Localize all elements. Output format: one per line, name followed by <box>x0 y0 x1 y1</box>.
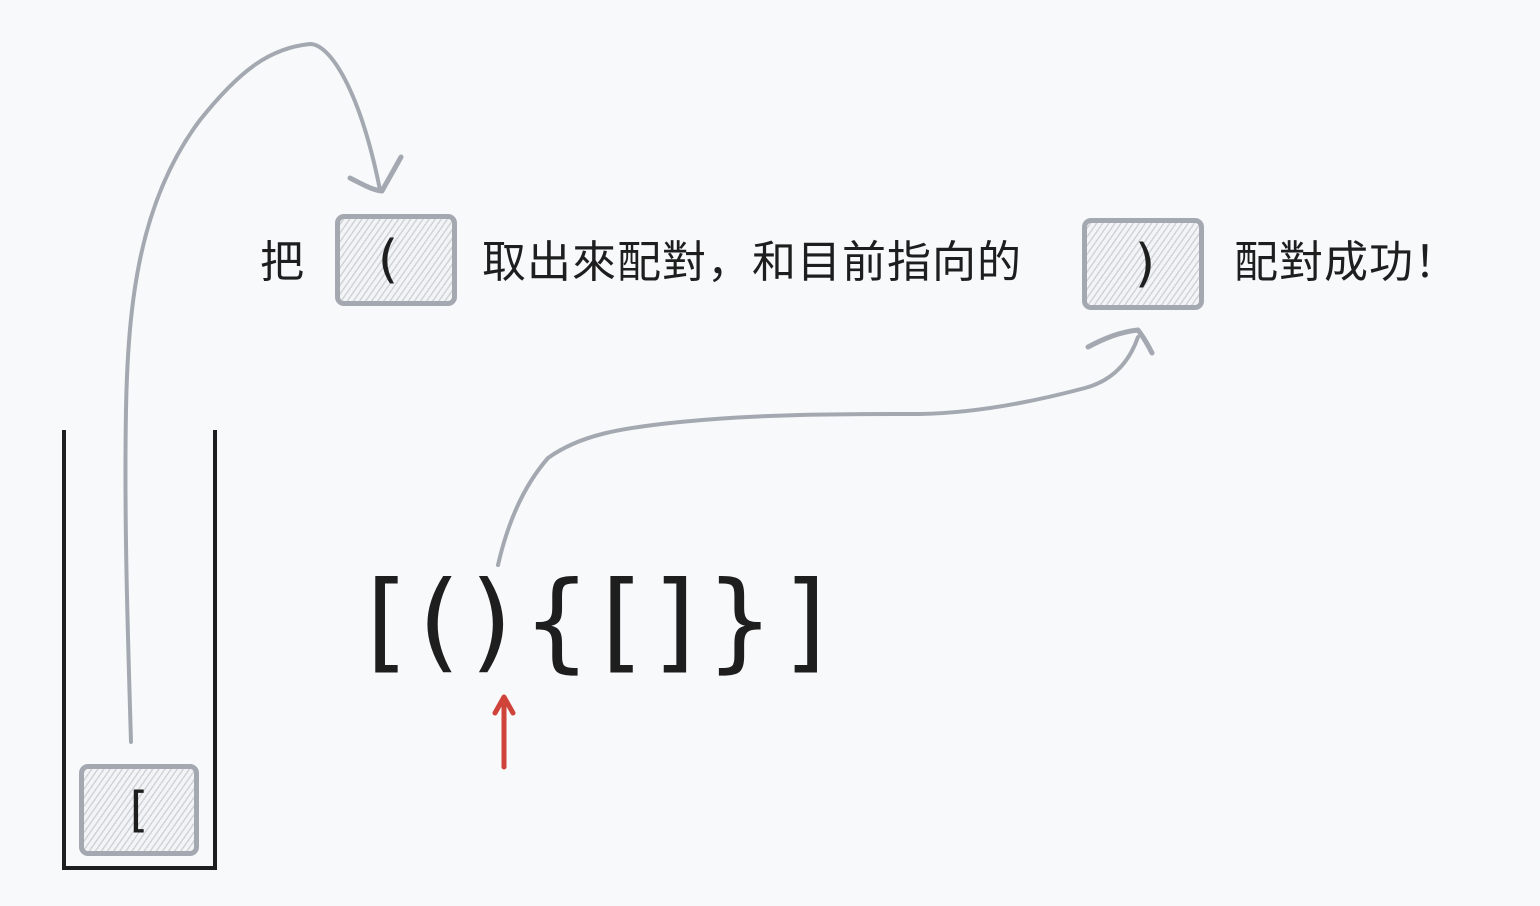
input-char: ] <box>784 559 837 684</box>
input-char: } <box>705 559 785 684</box>
input-char: [ <box>366 559 419 684</box>
caption-text-2: 取出來配對，和目前指向的 <box>482 237 1022 288</box>
stack-item-box: [ <box>79 764 199 856</box>
pop-arrow-head-icon <box>347 154 404 194</box>
pop-arrow-icon <box>123 42 382 744</box>
input-char-current: ) <box>470 559 523 684</box>
input-char: ( <box>418 559 471 684</box>
stack-right-wall <box>213 430 217 870</box>
match-arrow-icon <box>496 335 1140 567</box>
popped-token-label: ( <box>377 230 399 290</box>
stack-left-wall <box>62 430 66 870</box>
caption-text-3: 配對成功！ <box>1234 237 1459 288</box>
stack-item-label: [ <box>129 782 149 838</box>
input-char: ] <box>653 559 706 684</box>
pointer-arrow-head-icon <box>492 694 516 716</box>
match-arrow-head-icon <box>1085 327 1155 356</box>
current-token-label: ) <box>1134 234 1156 294</box>
caption-text-1: 把 <box>260 237 305 288</box>
popped-token-box: ( <box>335 214 457 306</box>
input-char: { <box>522 559 602 684</box>
stack-bottom <box>62 866 217 870</box>
input-bracket-string: [(){[]}] <box>366 568 836 676</box>
input-char: [ <box>601 559 654 684</box>
current-token-box: ) <box>1082 218 1204 310</box>
